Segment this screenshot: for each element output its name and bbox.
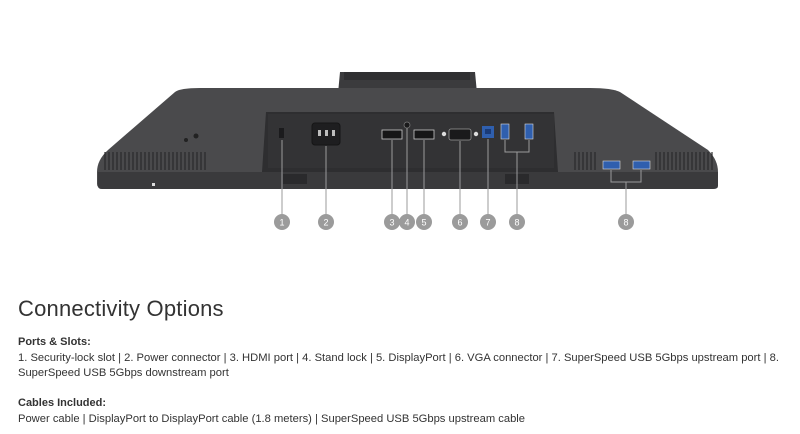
callout-label: 8 bbox=[623, 218, 628, 228]
connectivity-section: Connectivity Options Ports & Slots: 1. S… bbox=[18, 296, 793, 427]
monitor-bottom-edge bbox=[98, 172, 718, 189]
stand-top bbox=[344, 72, 470, 80]
vga-screw-right bbox=[473, 131, 479, 137]
vga-connector bbox=[448, 128, 472, 141]
ports-heading: Ports & Slots: bbox=[18, 336, 91, 348]
spacer bbox=[18, 380, 793, 397]
monitor-rear-view-illustration: 1 2 3 4 5 6 7 8 8 bbox=[97, 72, 718, 230]
callout-label: 2 bbox=[323, 218, 328, 228]
security-lock-slot bbox=[279, 128, 284, 138]
usb-upstream-inner bbox=[485, 129, 491, 134]
callout-8b: 8 bbox=[618, 214, 634, 230]
section-title: Connectivity Options bbox=[18, 296, 224, 321]
ports-description: 1. Security-lock slot | 2. Power connect… bbox=[18, 352, 779, 379]
callout-4: 4 bbox=[399, 214, 415, 230]
callout-5: 5 bbox=[416, 214, 432, 230]
vga-screw-left bbox=[441, 131, 447, 137]
vent-left bbox=[104, 152, 206, 170]
callout-label: 8 bbox=[514, 218, 519, 228]
power-led bbox=[152, 183, 155, 186]
power-pin bbox=[332, 130, 335, 136]
callout-label: 6 bbox=[457, 218, 462, 228]
usb-downstream-port-a bbox=[500, 123, 510, 140]
cables-heading: Cables Included: bbox=[18, 397, 107, 409]
displayport-port bbox=[413, 129, 435, 140]
cables-description: Power cable | DisplayPort to DisplayPort… bbox=[18, 413, 525, 425]
port-panel-inner bbox=[268, 114, 554, 168]
callout-3: 3 bbox=[384, 214, 400, 230]
callout-label: 5 bbox=[421, 218, 426, 228]
callout-2: 2 bbox=[318, 214, 334, 230]
vent-right bbox=[574, 152, 713, 170]
power-pin bbox=[318, 130, 321, 136]
usb-downstream-side-port-a bbox=[602, 160, 621, 170]
button-mark bbox=[184, 138, 188, 142]
stand-lock bbox=[403, 121, 411, 129]
callout-7: 7 bbox=[480, 214, 496, 230]
callout-label: 4 bbox=[404, 218, 409, 228]
callout-leaders bbox=[281, 128, 642, 214]
callout-6: 6 bbox=[452, 214, 468, 230]
hdmi-port bbox=[381, 129, 403, 140]
usb-downstream-port-b bbox=[524, 123, 534, 140]
button-mark bbox=[193, 133, 199, 139]
power-pin bbox=[325, 130, 328, 136]
callout-1: 1 bbox=[274, 214, 290, 230]
callout-label: 3 bbox=[389, 218, 394, 228]
callout-8a: 8 bbox=[509, 214, 525, 230]
callout-label: 1 bbox=[279, 218, 284, 228]
foot-left bbox=[283, 174, 307, 184]
usb-downstream-side-port-b bbox=[632, 160, 651, 170]
callout-label: 7 bbox=[485, 218, 490, 228]
